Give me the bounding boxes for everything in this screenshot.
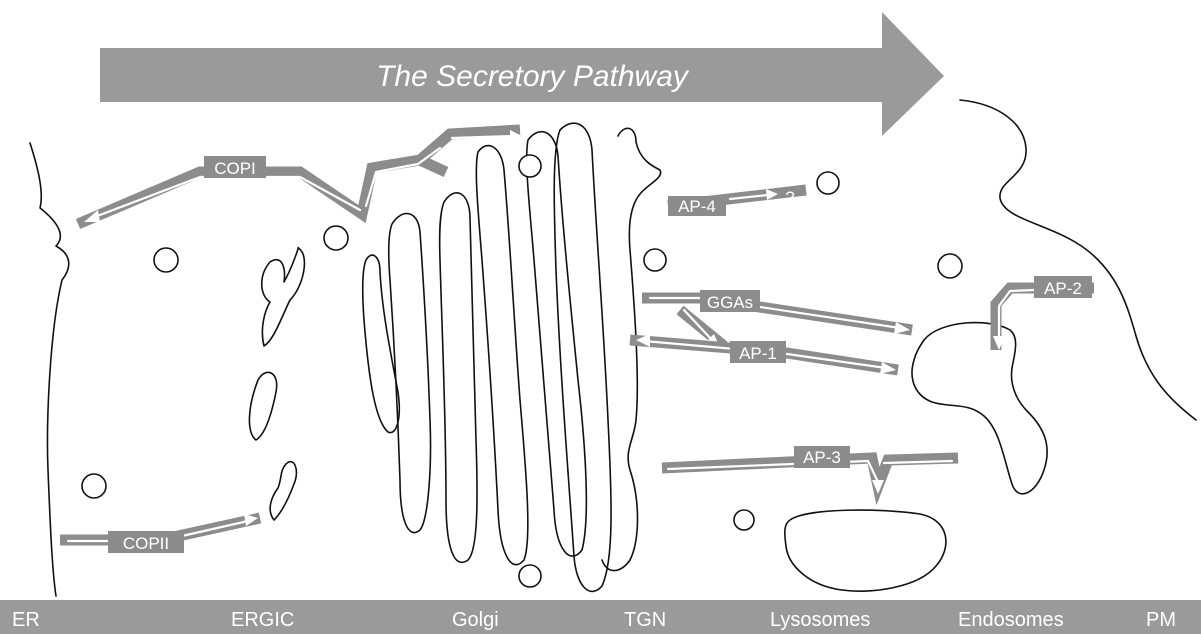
compartment-label-tgn: TGN <box>624 609 666 631</box>
lysosome <box>785 510 946 591</box>
ap4-unknown-label: ? <box>785 188 794 207</box>
ap2-pathway: AP-2 <box>993 276 1094 350</box>
ergic-tubule-3 <box>270 462 296 520</box>
ap2-label: AP-2 <box>1044 279 1082 298</box>
compartment-bar: ER ERGIC Golgi TGN Lysosomes Endosomes P… <box>0 600 1201 634</box>
copi-pathway: COPI <box>78 130 522 224</box>
compartment-label-er: ER <box>12 609 40 631</box>
golgi-vesicle <box>519 155 541 177</box>
ap1-pathway: AP-1 <box>630 334 898 374</box>
golgi-cisterna-2 <box>389 214 431 533</box>
er-vesicle <box>82 474 106 498</box>
compartment-label-golgi: Golgi <box>452 609 499 631</box>
ap4-pathway: AP-4 ? <box>668 188 806 216</box>
ap4-label: AP-4 <box>678 197 716 216</box>
ap3-pathway: AP-3 <box>662 446 958 494</box>
ap3-label: AP-3 <box>803 448 841 467</box>
er-membrane <box>30 143 69 596</box>
vesicles <box>82 155 962 587</box>
lysosome-vesicle <box>734 510 754 530</box>
copii-pathway: COPII <box>60 514 260 553</box>
endosome-vesicle <box>938 254 962 278</box>
copi-label: COPI <box>214 159 256 178</box>
compartment-label-lysosomes: Lysosomes <box>770 609 870 631</box>
ggas-label: GGAs <box>707 293 753 312</box>
copii-label: COPII <box>123 534 169 553</box>
compartment-label-pm: PM <box>1146 609 1176 631</box>
compartment-label-ergic: ERGIC <box>231 609 294 631</box>
ergic-tubule-1 <box>262 248 305 346</box>
diagram-title: The Secretory Pathway <box>376 60 690 93</box>
golgi-cisterna-4 <box>476 146 528 565</box>
ergic-vesicle <box>324 226 348 250</box>
secretory-pathway-arrow: The Secretory Pathway <box>100 12 944 136</box>
golgi-vesicle <box>519 565 541 587</box>
er-vesicle <box>154 248 178 272</box>
golgi-cisterna-5 <box>527 132 587 556</box>
plasma-membrane <box>960 100 1196 420</box>
ap1-label: AP-1 <box>739 344 777 363</box>
tgn-vesicle <box>817 172 839 194</box>
compartment-label-endosomes: Endosomes <box>958 609 1064 631</box>
golgi-cisterna-3 <box>440 193 477 563</box>
endosome <box>912 323 1047 494</box>
tgn-vesicle <box>644 249 666 271</box>
ergic-tubule-2 <box>249 372 276 440</box>
golgi-cisterna-6 <box>554 123 611 591</box>
